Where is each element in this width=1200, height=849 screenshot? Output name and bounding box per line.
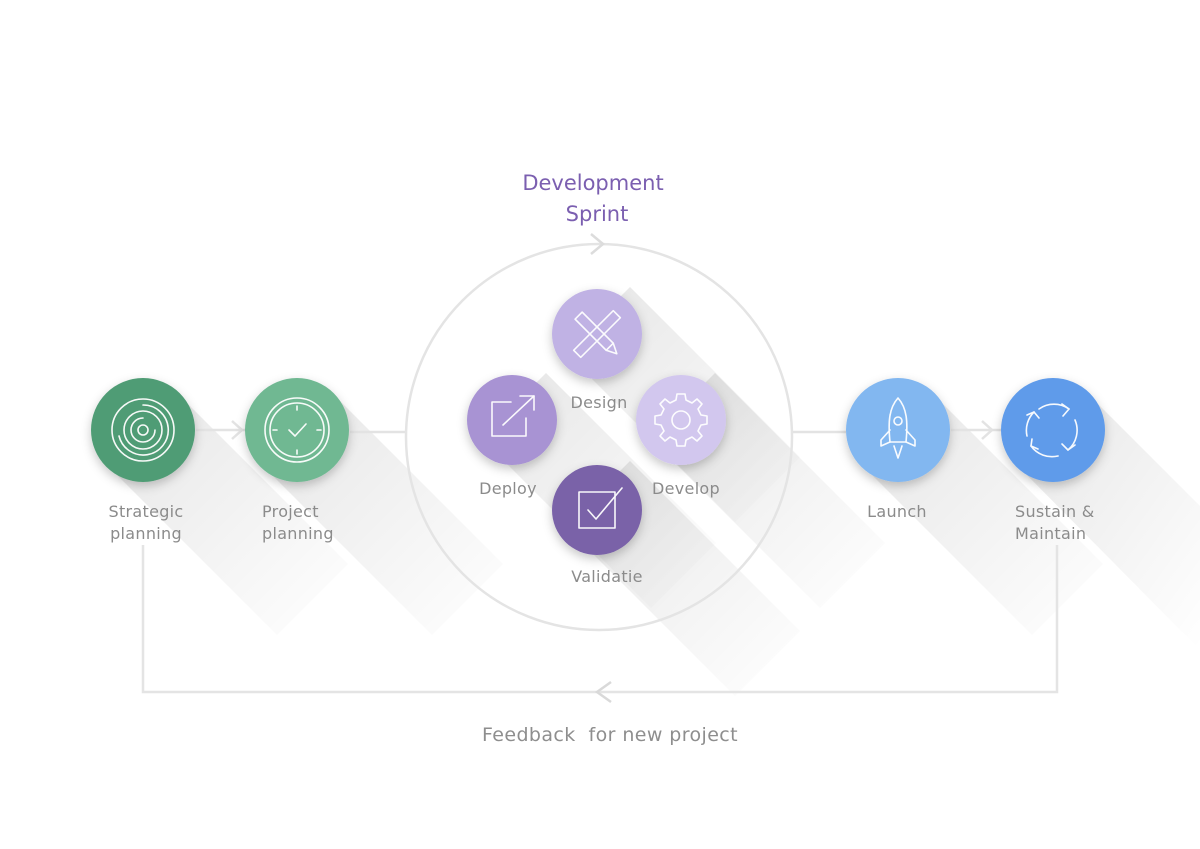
project-label-line1: Project bbox=[262, 502, 319, 521]
sprint-cycle bbox=[404, 233, 794, 632]
step-deploy[interactable]: Deploy bbox=[467, 375, 557, 498]
strategic-label-line1: Strategic bbox=[108, 502, 183, 521]
design-label: Design bbox=[570, 393, 627, 412]
checkbox-icon bbox=[578, 487, 623, 529]
launch-label: Launch bbox=[867, 502, 927, 521]
rocket-icon bbox=[880, 397, 916, 459]
step-design[interactable]: Design bbox=[552, 289, 642, 412]
step-validatie[interactable]: Validatie bbox=[552, 465, 643, 586]
sustain-label-line1: Sustain & bbox=[1015, 502, 1095, 521]
step-strategic-planning[interactable]: Strategic planning bbox=[91, 378, 195, 543]
feedback-label: Feedback for new project bbox=[482, 724, 738, 746]
deploy-label: Deploy bbox=[479, 479, 537, 498]
step-sustain-maintain[interactable]: Sustain & Maintain bbox=[1001, 378, 1105, 543]
gear-icon bbox=[654, 393, 708, 447]
connectors bbox=[196, 420, 1001, 440]
strategic-label-line2: planning bbox=[110, 524, 182, 543]
pencil-ruler-icon bbox=[572, 309, 622, 359]
export-arrow-icon bbox=[491, 395, 535, 437]
clock-icon bbox=[264, 397, 330, 463]
feedback-loop bbox=[141, 545, 1059, 704]
develop-label: Develop bbox=[652, 479, 720, 498]
sprint-title-line2: Sprint bbox=[566, 202, 629, 226]
step-develop[interactable]: Develop bbox=[636, 375, 726, 498]
sustain-label-line2: Maintain bbox=[1015, 524, 1086, 543]
cycle-arrows-icon bbox=[1025, 403, 1078, 458]
validatie-label: Validatie bbox=[571, 567, 643, 586]
maze-icon bbox=[111, 398, 175, 462]
project-label-line2: planning bbox=[262, 524, 334, 543]
step-project-planning[interactable]: Project planning bbox=[245, 378, 349, 543]
step-launch[interactable]: Launch bbox=[846, 378, 950, 521]
sprint-title-line1: Development bbox=[522, 171, 663, 195]
